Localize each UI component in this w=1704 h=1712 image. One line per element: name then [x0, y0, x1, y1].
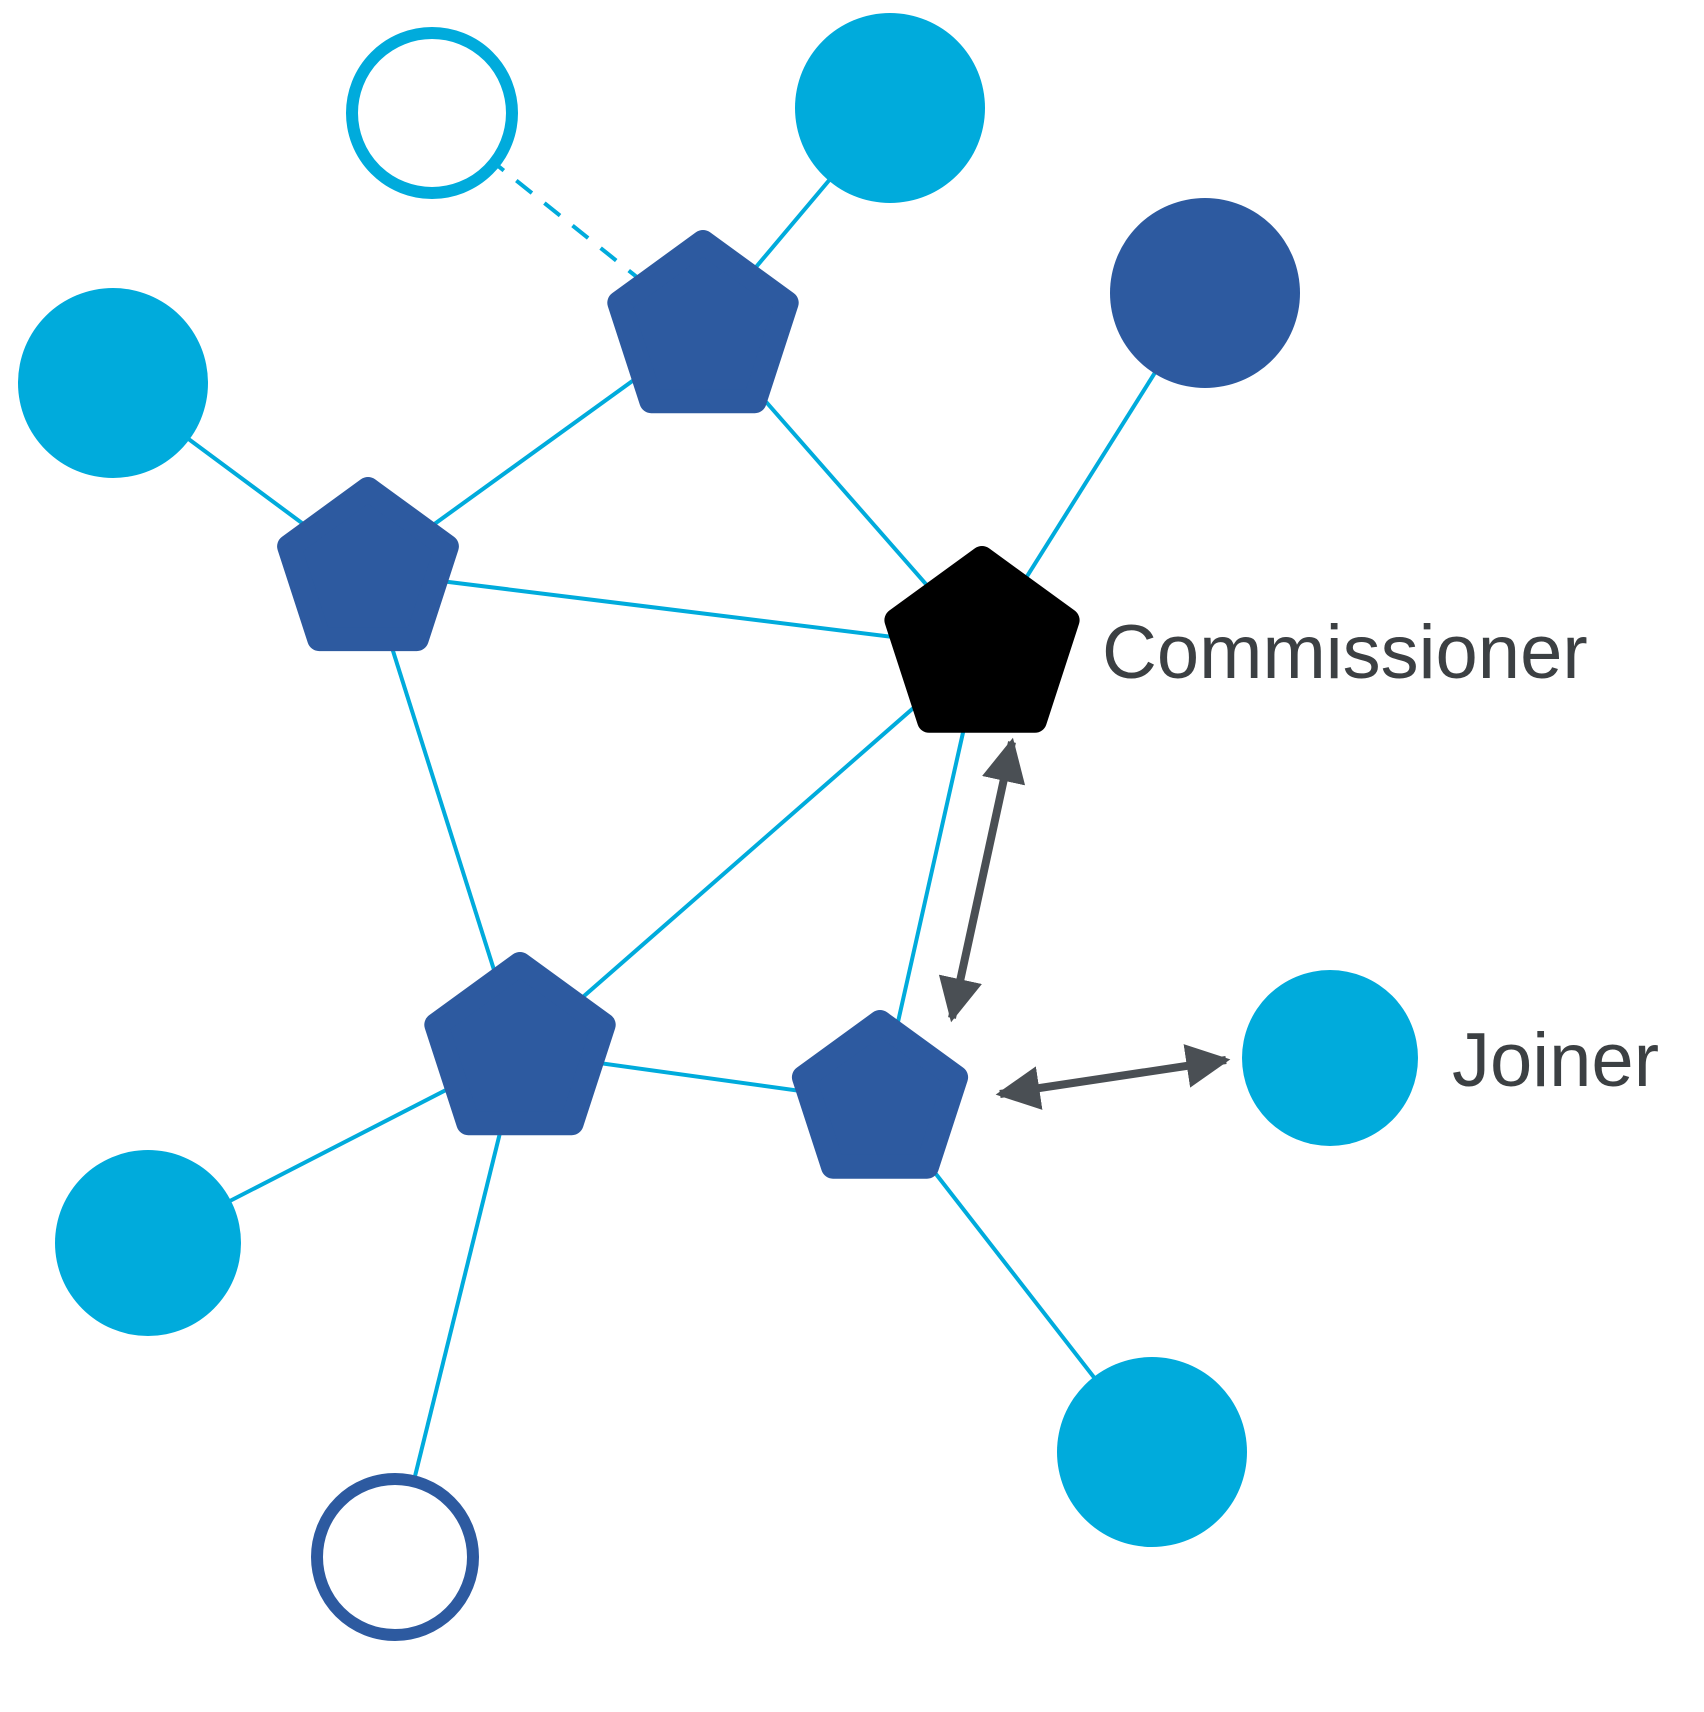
end-device-left-circle — [18, 288, 208, 478]
inactive-device-bottom-circle — [311, 1473, 479, 1641]
device-top-right-circle — [1110, 198, 1300, 388]
network-link — [393, 1051, 522, 1558]
commissioning-arrows-layer — [938, 737, 1231, 1110]
end-device-bottom-right-circle — [1057, 1357, 1247, 1547]
network-link — [518, 646, 984, 1054]
commissioner-label: Commissioner — [1102, 610, 1588, 695]
joiner-circle — [1242, 970, 1418, 1146]
end-device-bottom-left-circle — [55, 1150, 241, 1336]
commissioner-pentagon — [884, 546, 1080, 733]
joiner-label: Joiner — [1452, 1018, 1659, 1103]
network-nodes-layer — [18, 13, 1418, 1641]
network-link — [367, 570, 983, 650]
commissioner-router-arrow — [938, 737, 1026, 1023]
router-bottom-middle-pentagon — [791, 1010, 969, 1179]
router-bottom-left-pentagon — [424, 952, 616, 1136]
router-joiner-arrow — [995, 1044, 1231, 1110]
inactive-device-top-left-circle — [346, 27, 518, 199]
router-left-pentagon — [277, 477, 459, 652]
router-top-pentagon — [607, 230, 799, 414]
end-device-top-circle — [795, 13, 985, 203]
